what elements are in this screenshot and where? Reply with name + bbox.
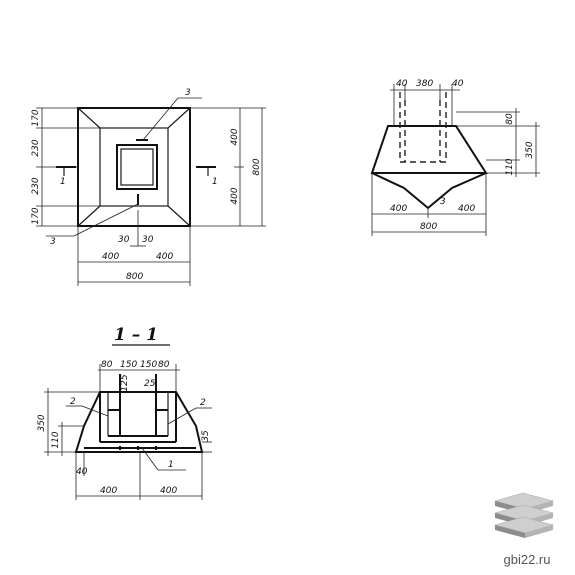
elevation-upper-trapezoid	[370, 125, 488, 174]
section-callout-bottom: 1	[168, 460, 174, 470]
plan-dim-left-4: 170	[31, 207, 41, 224]
plan-dim-right-2: 400	[230, 187, 240, 204]
elevation-dim-bottom-1: 400	[390, 204, 407, 214]
section-callout-right-leader	[167, 407, 197, 425]
watermark-text: gbi22.ru	[503, 552, 551, 567]
elevation-dim-top-1: 40	[396, 79, 408, 89]
section-dim-right: 35	[201, 430, 211, 442]
section-dim-inner-1: 125	[120, 374, 130, 391]
section-dim-top-2: 150	[120, 360, 137, 370]
section-dim-bottom-2: 400	[160, 486, 177, 496]
plan-dim-bottom-total: 800	[126, 272, 143, 282]
plan-dim-left-1: 170	[31, 109, 41, 126]
section-dim-top-4: 80	[158, 360, 170, 370]
section-callout-left-leader	[81, 405, 109, 417]
plan-view: 170 230 230 170 400 400 800 1 1 3 3 30 3…	[31, 88, 266, 286]
elevation-lower-wedge	[371, 172, 487, 210]
stacked-slabs-logo	[493, 492, 555, 538]
elevation-view: 40 380 40 80 350 110 400 400 800 3	[370, 79, 540, 236]
elevation-dim-bottom-total: 800	[420, 222, 437, 232]
plan-dim-right-total: 800	[252, 158, 262, 175]
plan-dim-bottom-1: 400	[102, 252, 119, 262]
plan-dim-left-2: 230	[31, 139, 41, 156]
elevation-dim-top-3: 40	[452, 79, 464, 89]
section-dim-base: 40	[76, 467, 88, 477]
section-callout-right: 2	[200, 398, 206, 408]
plan-dim-center-1: 30	[118, 235, 130, 245]
elevation-callout: 3	[440, 197, 446, 207]
elevation-dim-top-2: 380	[416, 79, 433, 89]
section-callout-bottom-leader	[141, 447, 159, 471]
section-dim-top-1: 80	[101, 360, 113, 370]
elevation-dim-right-1: 80	[505, 113, 515, 125]
section-view: 1 – 1 80 150 150 80 125 25 35	[37, 325, 212, 500]
site-watermark: gbi22.ru	[487, 487, 567, 567]
section-dim-inner-2: 25	[144, 379, 156, 389]
plan-dim-left-3: 230	[31, 177, 41, 194]
plan-outer-outline	[77, 107, 191, 227]
section-dim-left-2: 110	[51, 431, 61, 448]
elevation-dim-right-3: 110	[505, 158, 515, 175]
plan-dim-bottom-2: 400	[156, 252, 173, 262]
plan-callout-bottom-leader	[73, 203, 139, 237]
plan-dim-right-1: 400	[230, 128, 240, 145]
section-title: 1 – 1	[114, 325, 158, 345]
plan-callout-top-leader	[142, 97, 179, 141]
elevation-dim-right-2: 350	[525, 141, 535, 158]
plan-dim-center-2: 30	[142, 235, 154, 245]
plan-section-label-left: 1	[60, 177, 66, 187]
plan-socket-inner	[120, 148, 154, 186]
section-dim-bottom-1: 400	[100, 486, 117, 496]
elevation-dim-bottom-2: 400	[458, 204, 475, 214]
plan-section-label-right: 1	[212, 177, 218, 187]
section-callout-left: 2	[70, 397, 76, 407]
plan-socket-outline	[116, 144, 158, 190]
section-dim-top-3: 150	[140, 360, 157, 370]
section-dim-left-1: 350	[37, 414, 47, 431]
plan-callout-top: 3	[185, 88, 191, 98]
plan-callout-bottom: 3	[50, 237, 56, 247]
